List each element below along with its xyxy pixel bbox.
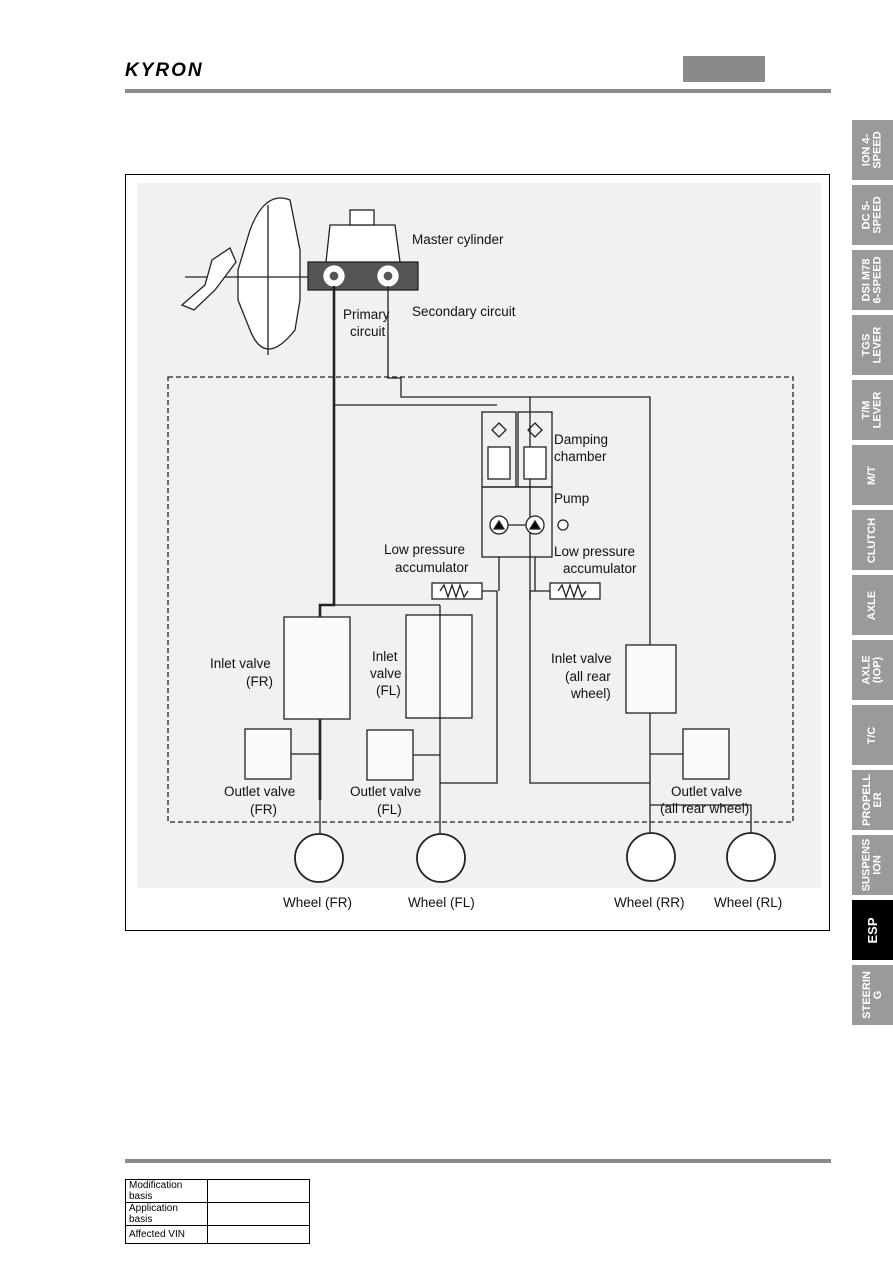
label-outlet-fl-2: (FL) [377, 802, 402, 817]
label-secondary-circuit: Secondary circuit [412, 304, 516, 319]
label-inlet-rear-1: Inlet valve [551, 651, 612, 666]
label-inlet-fl-2: valve [370, 666, 402, 681]
table-row: Affected VIN [125, 1225, 310, 1244]
table-value [207, 1202, 310, 1226]
label-master-cylinder: Master cylinder [412, 232, 504, 247]
label-primary-1: Primary [343, 307, 390, 322]
label-wheel-rr: Wheel (RR) [614, 895, 685, 910]
tab-clutch[interactable]: CLUTCH [852, 510, 893, 570]
header-box [683, 56, 765, 82]
tab-tc[interactable]: T/C [852, 705, 893, 765]
label-lpa-left-2: accumulator [395, 560, 469, 575]
header-rule [125, 89, 831, 93]
label-inlet-fl-3: (FL) [376, 683, 401, 698]
label-outlet-fl-1: Outlet valve [350, 784, 421, 799]
label-outlet-fr-1: Outlet valve [224, 784, 295, 799]
table-value [207, 1225, 310, 1244]
label-damping-1: Damping [554, 432, 608, 447]
label-outlet-rear-2: (all rear wheel) [660, 801, 749, 816]
label-inlet-rear-2: (all rear [565, 669, 611, 684]
label-wheel-fl: Wheel (FL) [408, 895, 475, 910]
label-inlet-fl-1: Inlet [372, 649, 398, 664]
label-primary-2: circuit [350, 324, 386, 339]
label-outlet-fr-2: (FR) [250, 802, 277, 817]
diagram-frame [125, 174, 830, 931]
label-lpa-right-1: Low pressure [554, 544, 635, 559]
label-outlet-rear-1: Outlet valve [671, 784, 742, 799]
tab-ion-4-speed[interactable]: ION 4-SPEED [852, 120, 893, 180]
table-row: Modification basis [125, 1179, 310, 1203]
label-wheel-fr: Wheel (FR) [283, 895, 352, 910]
tab-axle[interactable]: AXLE [852, 575, 893, 635]
label-inlet-fr-2: (FR) [246, 674, 273, 689]
label-inlet-fr-1: Inlet valve [210, 656, 271, 671]
tab-dc-5-speed[interactable]: DC 5-SPEED [852, 185, 893, 245]
brand-logo: KYRON [125, 60, 204, 81]
table-key: Application basis [125, 1202, 208, 1226]
modification-table: Modification basis Application basis Aff… [125, 1179, 310, 1244]
table-value [207, 1179, 310, 1203]
label-damping-2: chamber [554, 449, 607, 464]
label-lpa-right-2: accumulator [563, 561, 637, 576]
label-inlet-rear-3: wheel) [570, 686, 611, 701]
tab-esp[interactable]: ESP [852, 900, 893, 960]
footer-rule [125, 1159, 831, 1163]
table-row: Application basis [125, 1202, 310, 1226]
tab-mt[interactable]: M/T [852, 445, 893, 505]
tab-axle-iop[interactable]: AXLE(IOP) [852, 640, 893, 700]
label-wheel-rl: Wheel (RL) [714, 895, 782, 910]
label-pump: Pump [554, 491, 589, 506]
table-key: Affected VIN [125, 1225, 208, 1244]
table-key: Modification basis [125, 1179, 208, 1203]
label-lpa-left-1: Low pressure [384, 542, 465, 557]
